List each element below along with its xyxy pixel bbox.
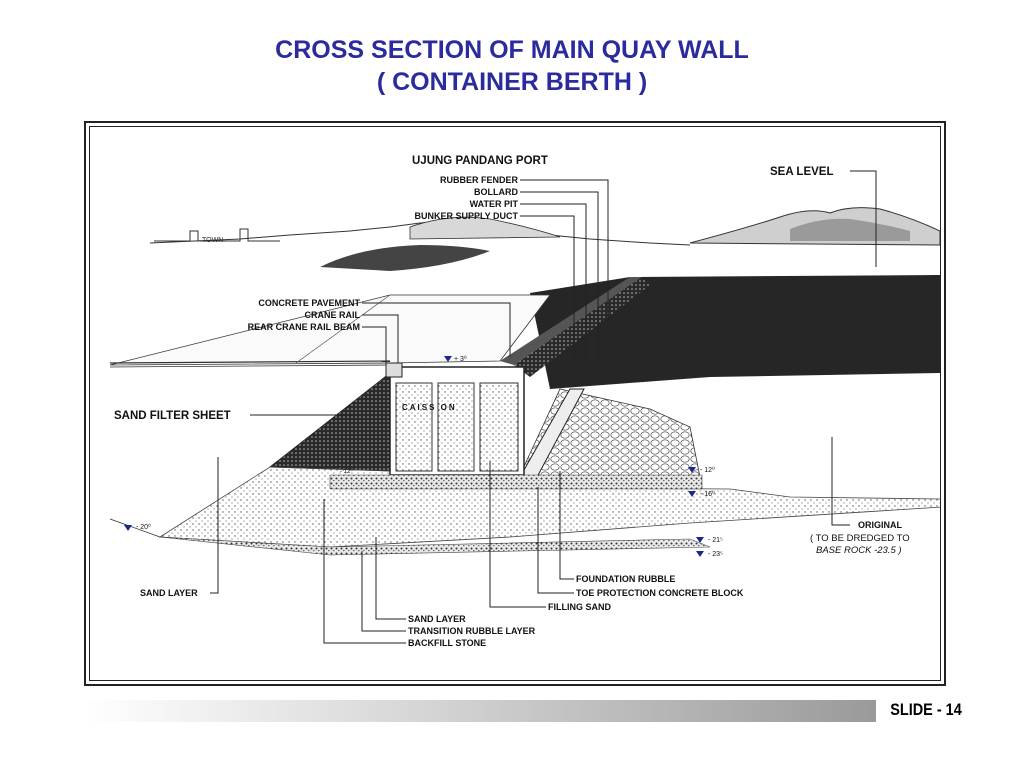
leader-lines (210, 170, 877, 644)
level-marker-21 (696, 537, 704, 543)
level-21-label: - 21⁵ (708, 537, 723, 544)
level-marker-16 (688, 491, 696, 497)
footer-gradient-bar (84, 700, 876, 722)
bollard-label: BOLLARD (474, 187, 518, 197)
diagram-inner-border: TOWN (89, 126, 941, 681)
foundation-rubble-label: FOUNDATION RUBBLE (576, 574, 675, 584)
background-landscape: TOWN (149, 207, 940, 271)
filling-sand-label: FILLING SAND (548, 602, 611, 612)
diagram-frame: TOWN (84, 121, 946, 686)
bunker-supply-duct-label: BUNKER SUPPLY DUCT (414, 211, 518, 221)
rear-crane-rail-beam-label: REAR CRANE RAIL BEAM (248, 322, 360, 332)
level-16-label: - 16⁰ (700, 490, 715, 498)
sea-water (530, 275, 940, 389)
original-note-1: ( TO BE DREDGED TO (810, 533, 910, 544)
concrete-pavement-label: CONCRETE PAVEMENT (258, 298, 360, 308)
level-marker-left-20 (124, 525, 132, 531)
level-23-label: - 23⁵ (708, 551, 723, 558)
port-name-label: UJUNG PANDANG PORT (412, 155, 548, 167)
level-marker-12 (688, 467, 696, 473)
level-12-label: - 12⁰ (700, 466, 715, 474)
water-pit-label: WATER PIT (470, 199, 519, 209)
slide-number-box: SLIDE - 14 (876, 698, 976, 724)
town-label: TOWN (202, 237, 223, 244)
sand-filter-sheet-label: SAND FILTER SHEET (114, 410, 231, 422)
quay-wall-diagram: TOWN (109, 155, 940, 648)
slide-title-line-2: ( CONTAINER BERTH ) (376, 68, 648, 96)
original-label: ORIGINAL (858, 520, 903, 530)
caisson: CAISS ON (385, 362, 525, 476)
diagram-labels: UJUNG PANDANG PORT RUBBER FENDER BOLLARD… (114, 155, 910, 648)
rubber-fender-label: RUBBER FENDER (440, 175, 519, 185)
slide-number: SLIDE - 14 (890, 700, 962, 719)
level-deck-label: + 3⁰ (454, 355, 467, 363)
crane-rail-label: CRANE RAIL (305, 310, 361, 320)
level-inner-12-label: - 12⁰ (340, 468, 353, 475)
backfill-stone-zone (268, 372, 391, 472)
backfill-stone-label: BACKFILL STONE (408, 638, 486, 648)
level-left-20-label: - 20⁰ (136, 523, 151, 531)
slide-title-line-1: CROSS SECTION OF MAIN QUAY WALL (275, 36, 749, 64)
quay-deck (109, 277, 650, 377)
sand-layer-label: SAND LAYER (408, 614, 466, 624)
original-note-2: BASE ROCK -23.5 ) (816, 545, 902, 556)
toe-protection-label: TOE PROTECTION CONCRETE BLOCK (576, 588, 744, 598)
level-markers: + 3⁰ - 12⁰ - 16⁰ - 21⁵ - 23⁵ - 20⁰ - 12⁰ (124, 355, 723, 558)
level-marker-23 (696, 551, 704, 557)
transition-rubble-label: TRANSITION RUBBLE LAYER (408, 626, 536, 636)
level-marker-deck (444, 356, 452, 362)
sand-layer-left-label: SAND LAYER (140, 588, 198, 598)
filling-sand-bed (329, 474, 703, 490)
sea-level-label: SEA LEVEL (770, 166, 833, 178)
caisson-label: CAISS ON (402, 403, 457, 412)
